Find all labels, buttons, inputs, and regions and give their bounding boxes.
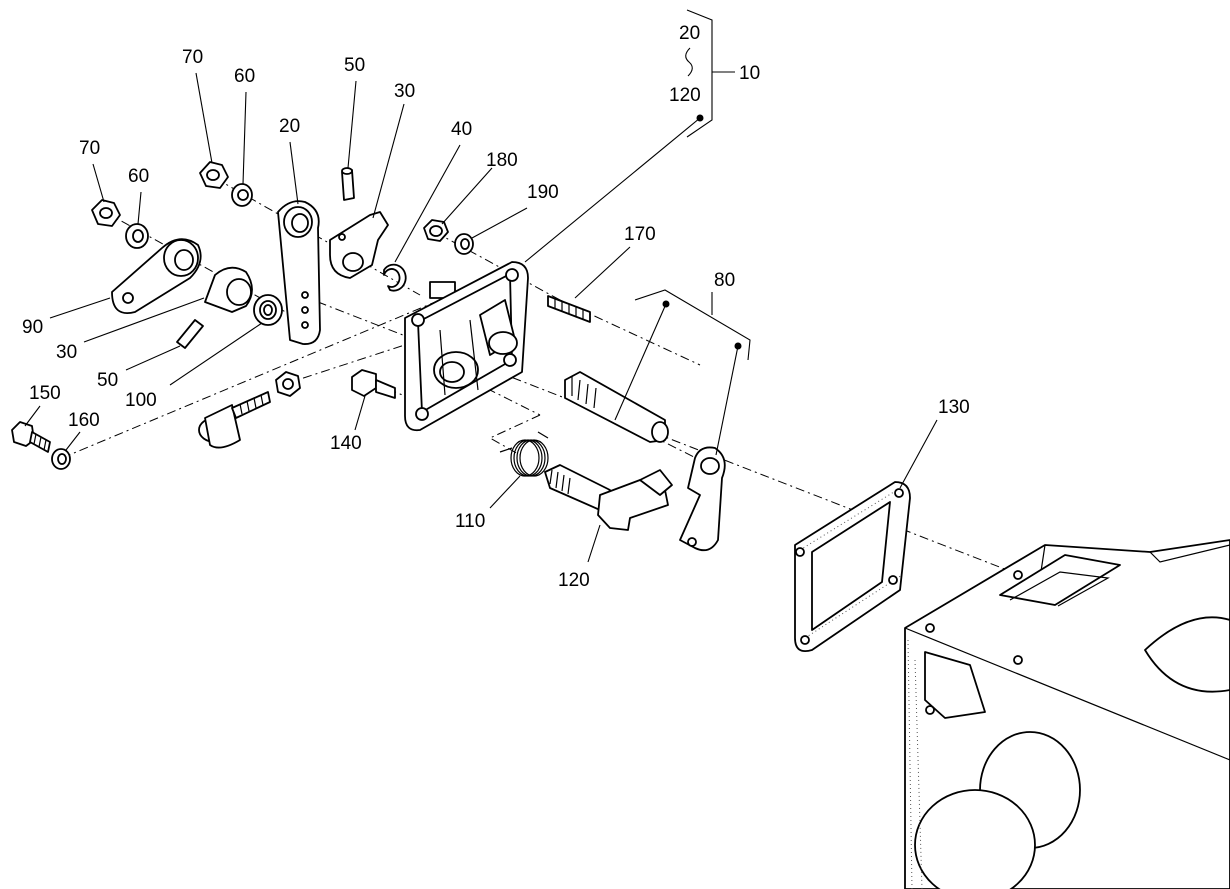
callout-80: 80: [714, 270, 735, 291]
callout-180: 180: [486, 150, 518, 171]
nut-180: [423, 219, 449, 242]
callout-160: 160: [68, 410, 100, 431]
callout-110: 110: [455, 511, 485, 532]
washer-60-upper: [231, 183, 253, 207]
washer-190: [454, 233, 474, 255]
callout-20-range-start: 20: [679, 23, 700, 44]
nut-70-upper: [199, 161, 229, 189]
screw-150: [11, 421, 51, 453]
adjusting-screw: [198, 371, 301, 449]
callout-30: 30: [56, 342, 77, 363]
callout-90: 90: [22, 317, 43, 338]
leader-lines: [24, 9, 938, 563]
callout-70: 70: [79, 138, 100, 159]
shaft-80: [564, 371, 669, 443]
callout-170: 170: [624, 224, 656, 245]
callout-130: 130: [938, 397, 970, 418]
engine-block: [904, 539, 1230, 889]
callout-60: 60: [128, 166, 149, 187]
lever-30-lower: [204, 266, 253, 313]
callout-30: 30: [394, 81, 415, 102]
callout-140: 140: [330, 433, 362, 454]
pin-50-lower: [176, 319, 204, 349]
callout-20: 20: [279, 116, 300, 137]
shaft-120: [544, 464, 673, 531]
washer-160: [51, 448, 71, 470]
callout-60: 60: [234, 66, 255, 87]
circlip-40: [383, 263, 407, 292]
callout-120: 120: [558, 570, 590, 591]
callout-150: 150: [29, 383, 61, 404]
bearing-100: [253, 294, 283, 326]
lever-plate-80: [679, 446, 726, 552]
callout-10: 10: [739, 63, 760, 84]
lever-90: [111, 238, 202, 314]
cover-plate: [404, 261, 529, 432]
callout-190: 190: [527, 182, 559, 203]
screw-140: [351, 369, 396, 399]
pin-50-upper: [341, 167, 355, 201]
stud-170: [547, 295, 591, 323]
callout-100: 100: [125, 390, 157, 411]
gasket-130: [794, 481, 911, 653]
nut-70-lower: [91, 199, 121, 227]
lever-30-upper: [329, 211, 389, 279]
callout-70: 70: [182, 47, 203, 68]
washer-60-lower: [125, 223, 149, 249]
callout-labels: 70 60 70 60 20 50 30 40 180 190 170 80 9…: [22, 23, 970, 591]
spring-110: [499, 431, 549, 477]
lever-20: [277, 200, 321, 345]
callout-40: 40: [451, 119, 472, 140]
callout-120-range-end: 120: [669, 85, 701, 106]
callout-50: 50: [97, 370, 118, 391]
callout-50: 50: [344, 55, 365, 76]
